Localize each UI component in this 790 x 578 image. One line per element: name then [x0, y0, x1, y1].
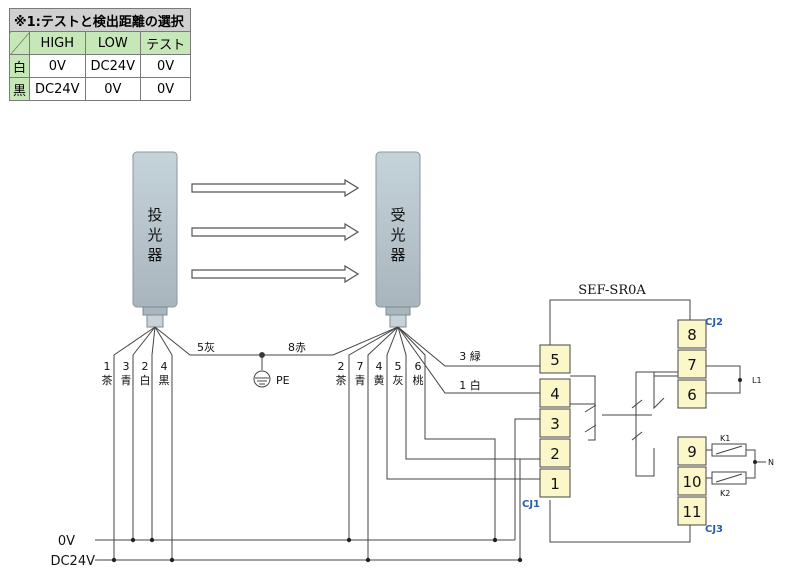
terminal-4: 4 [550, 385, 560, 403]
table-cell: 0V [29, 54, 86, 78]
ground-icon [253, 352, 271, 388]
relay-unit [549, 299, 766, 543]
terminal-11: 11 [682, 503, 701, 521]
table-cell: DC24V [29, 77, 86, 101]
emitter-label-1: 投 [147, 206, 162, 224]
emitter-wire-color: 黒 [159, 374, 170, 387]
terminal-5: 5 [550, 351, 560, 369]
pe-label: PE [276, 374, 290, 387]
terminal-10: 10 [682, 473, 701, 491]
rail-0v-label: 0V [58, 534, 75, 549]
terminal-block-cj1: 5 4 3 2 1 [539, 344, 571, 498]
terminal-8: 8 [687, 326, 697, 344]
beam-arrow-icon [191, 264, 360, 284]
terminal-7: 7 [687, 356, 697, 374]
emitter-sensor: 投 光 器 [132, 151, 178, 328]
emitter-label-2: 光 [147, 226, 162, 244]
receiver-label-3: 器 [390, 246, 405, 264]
power-rails [95, 418, 540, 561]
receiver-sensor: 受 光 器 [375, 151, 421, 328]
cj1-label: CJ1 [522, 499, 540, 510]
terminal-6: 6 [687, 386, 697, 404]
k1-label: K1 [720, 434, 730, 443]
receiver-wire-color: 黄 [374, 373, 385, 387]
col-header-high: HIGH [29, 31, 86, 55]
coil-icon [711, 443, 747, 457]
terminal-2: 2 [550, 445, 560, 463]
table-cell: 0V [140, 54, 192, 78]
col-header-low: LOW [84, 31, 142, 55]
table-caption: ※1:テストと検出距離の選択 [8, 8, 192, 32]
emitter-wire-num: 3 [123, 360, 130, 373]
receiver-wire-num: 5 [395, 360, 402, 373]
wire-label-5-gray: 5灰 [197, 340, 215, 354]
receiver-wire-color: 桃 [413, 373, 424, 387]
wire-label-8-red: 8赤 [288, 341, 306, 354]
receiver-wire-num: 2 [338, 360, 345, 373]
receiver-wire-num: 4 [376, 360, 383, 373]
receiver-wire-color: 青 [355, 374, 366, 387]
terminal-3: 3 [550, 415, 560, 433]
wire-label-1-white: 1 白 [459, 378, 481, 392]
beam-arrows [191, 178, 360, 284]
n-label: N [768, 458, 774, 467]
emitter-wire-color: 青 [121, 374, 132, 387]
emitter-wire-color: 白 [140, 373, 151, 387]
receiver-wire-color: 茶 [336, 374, 347, 387]
emitter-wire-color: 茶 [102, 374, 113, 387]
coil-icon [711, 471, 747, 485]
cj2-label: CJ2 [705, 317, 723, 328]
rail-dc24v-label: DC24V [50, 554, 95, 569]
cj3-label: CJ3 [705, 524, 723, 535]
terminal-block-cj2: 8 7 6 [677, 319, 707, 409]
row-header-black: 黒 [8, 77, 31, 101]
receiver-label-1: 受 [390, 206, 405, 224]
beam-arrow-icon [191, 178, 360, 198]
emitter-wires [113, 326, 399, 560]
test-selection-table: ※1:テストと検出距離の選択 HIGH LOW テスト 白 0V DC24V 0… [8, 8, 192, 101]
terminal-9: 9 [687, 443, 697, 461]
table-cell: 0V [140, 77, 192, 101]
receiver-label-2: 光 [390, 226, 405, 244]
beam-arrow-icon [191, 222, 360, 242]
emitter-wire-num: 2 [142, 360, 149, 373]
emitter-wire-num: 1 [104, 360, 111, 373]
relay-model-label: SEF-SR0A [578, 283, 646, 298]
receiver-wire-num: 7 [357, 360, 364, 373]
emitter-label-3: 器 [147, 246, 162, 264]
receiver-wire-color: 灰 [393, 373, 404, 387]
receiver-wire-num: 6 [415, 360, 422, 373]
terminal-block-cj3: 9 10 11 [677, 436, 707, 526]
junction-dots [111, 537, 523, 563]
l1-label: L1 [752, 376, 762, 385]
wire-label-3-green: 3 緑 [459, 349, 481, 363]
receiver-wires [348, 326, 540, 560]
k2-label: K2 [720, 489, 730, 498]
terminal-1: 1 [550, 475, 560, 493]
emitter-wire-num: 4 [161, 360, 168, 373]
table-row: 黒 DC24V 0V 0V [8, 77, 192, 101]
table-cell: DC24V [84, 54, 142, 78]
